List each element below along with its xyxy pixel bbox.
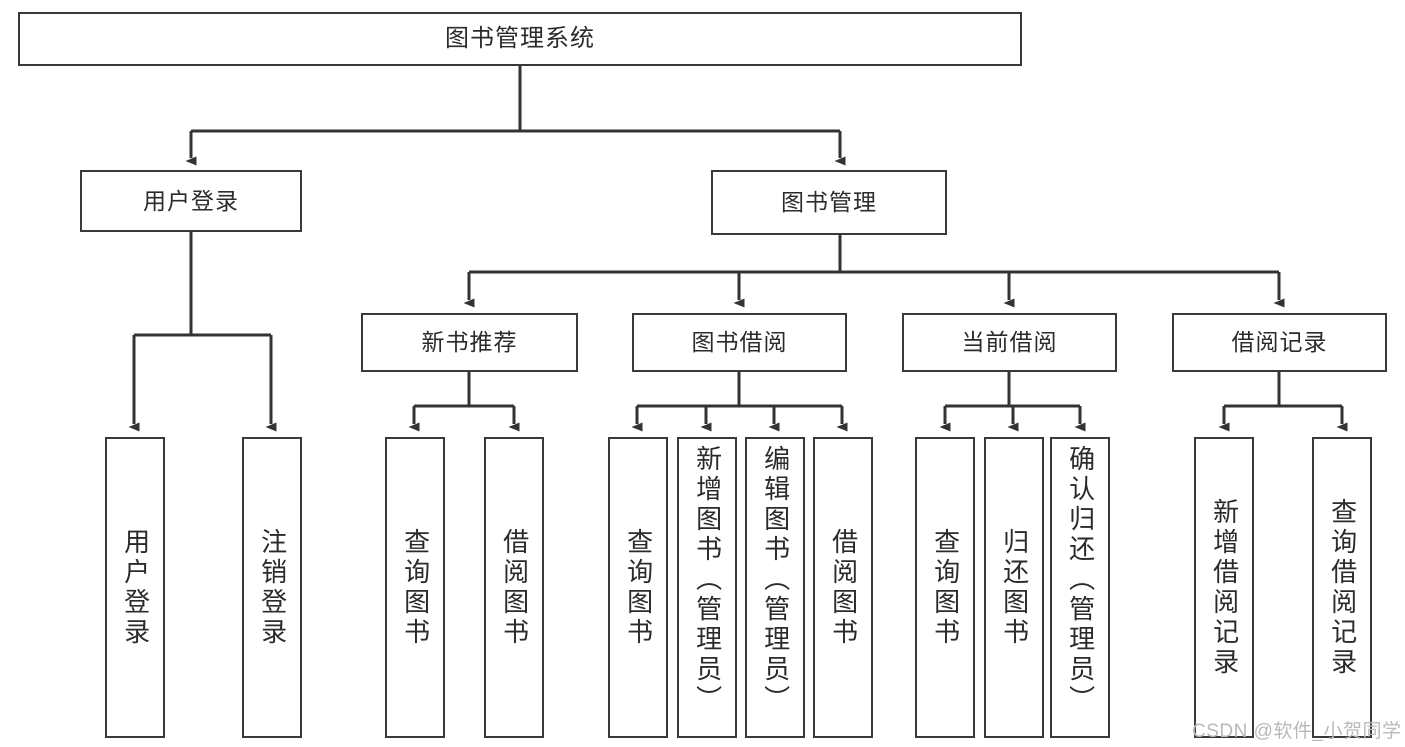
node-current-borrow-label: 当前借阅 [961,329,1058,355]
leaf-add-record-label: 新增借阅记录 [1209,497,1240,678]
leaf-edit-book[interactable]: 编辑图书（管理员） [745,437,805,738]
node-root[interactable]: 图书管理系统 [18,12,1022,66]
leaf-query-record[interactable]: 查询借阅记录 [1312,437,1372,738]
node-borrow-record-label: 借阅记录 [1231,329,1328,355]
node-user-login-label: 用户登录 [143,187,239,214]
leaf-query-book-2-label: 查询图书 [623,527,654,648]
leaf-query-book-1[interactable]: 查询图书 [385,437,445,738]
node-book-borrow[interactable]: 图书借阅 [632,313,847,372]
node-new-book-rec-label: 新书推荐 [421,329,518,355]
leaf-edit-book-label: 编辑图书（管理员） [760,445,791,715]
node-root-label: 图书管理系统 [445,25,595,52]
node-book-manage-label: 图书管理 [781,189,877,215]
leaf-query-book-3-label: 查询图书 [930,527,961,648]
leaf-query-book-1-label: 查询图书 [400,527,431,648]
leaf-user-login[interactable]: 用户登录 [105,437,165,738]
leaf-user-login-label: 用户登录 [120,527,151,648]
node-new-book-rec[interactable]: 新书推荐 [361,313,578,372]
watermark-text: CSDN @软件_小贺同学 [1192,721,1402,742]
leaf-add-book-label: 新增图书（管理员） [692,445,723,715]
leaf-query-book-3[interactable]: 查询图书 [915,437,975,738]
leaf-borrow-book-1-label: 借阅图书 [499,527,530,648]
leaf-borrow-book-1[interactable]: 借阅图书 [484,437,544,738]
leaf-borrow-book-2[interactable]: 借阅图书 [813,437,873,738]
leaf-confirm-return[interactable]: 确认归还（管理员） [1050,437,1110,738]
node-book-borrow-label: 图书借阅 [691,329,788,355]
node-book-manage[interactable]: 图书管理 [711,170,947,235]
leaf-return-book[interactable]: 归还图书 [984,437,1044,738]
leaf-return-book-label: 归还图书 [999,527,1030,648]
leaf-add-record[interactable]: 新增借阅记录 [1194,437,1254,738]
node-borrow-record[interactable]: 借阅记录 [1172,313,1387,372]
leaf-query-book-2[interactable]: 查询图书 [608,437,668,738]
leaf-confirm-return-label: 确认归还（管理员） [1065,445,1096,715]
leaf-add-book[interactable]: 新增图书（管理员） [677,437,737,738]
leaf-logout-label: 注销登录 [257,527,288,648]
leaf-borrow-book-2-label: 借阅图书 [828,527,859,648]
node-user-login[interactable]: 用户登录 [80,170,302,232]
leaf-logout[interactable]: 注销登录 [242,437,302,738]
node-current-borrow[interactable]: 当前借阅 [902,313,1117,372]
leaf-query-record-label: 查询借阅记录 [1327,497,1358,678]
